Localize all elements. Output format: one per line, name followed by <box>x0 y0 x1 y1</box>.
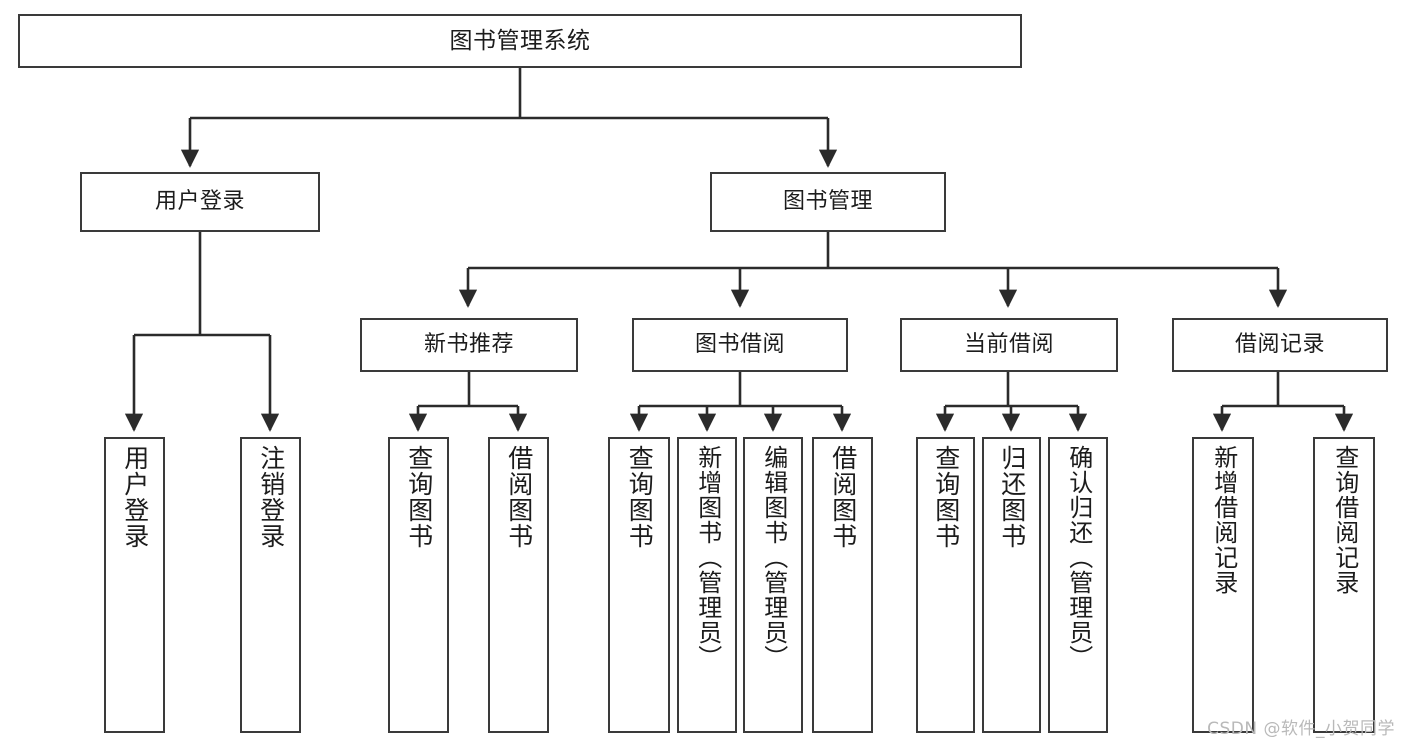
node-label: 注销登录 <box>256 445 286 549</box>
node-label: 新增图书（管理员） <box>693 445 722 670</box>
node-label: 借阅记录 <box>1234 332 1325 357</box>
node-label: 用户登录 <box>120 445 150 549</box>
node-leaf-return-book[interactable]: 归还图书 <box>982 437 1041 733</box>
node-label: 查询图书 <box>931 445 961 549</box>
node-label: 查询借阅记录 <box>1330 445 1359 595</box>
node-label: 新书推荐 <box>423 332 514 357</box>
node-leaf-query-record[interactable]: 查询借阅记录 <box>1313 437 1375 733</box>
node-leaf-confirm-return[interactable]: 确认归还（管理员） <box>1048 437 1108 733</box>
node-leaf-borrow-book-1[interactable]: 借阅图书 <box>488 437 549 733</box>
node-label: 编辑图书（管理员） <box>759 445 788 670</box>
node-leaf-query-book-3[interactable]: 查询图书 <box>916 437 975 733</box>
node-label: 归还图书 <box>997 445 1027 549</box>
csdn-watermark: CSDN @软件_小贺同学 <box>1207 719 1395 739</box>
node-label: 借阅图书 <box>504 445 534 549</box>
node-leaf-query-book-2[interactable]: 查询图书 <box>608 437 670 733</box>
node-label: 用户登录 <box>154 189 245 214</box>
node-leaf-edit-book[interactable]: 编辑图书（管理员） <box>743 437 803 733</box>
node-leaf-user-login[interactable]: 用户登录 <box>104 437 165 733</box>
node-new-book-recommend[interactable]: 新书推荐 <box>360 318 578 372</box>
node-label: 借阅图书 <box>828 445 858 549</box>
node-label: 查询图书 <box>404 445 434 549</box>
node-label: 图书管理 <box>782 189 873 214</box>
node-leaf-add-book[interactable]: 新增图书（管理员） <box>677 437 737 733</box>
node-label: 图书管理系统 <box>449 27 591 54</box>
node-user-login[interactable]: 用户登录 <box>80 172 320 232</box>
node-leaf-user-logout[interactable]: 注销登录 <box>240 437 301 733</box>
node-leaf-add-record[interactable]: 新增借阅记录 <box>1192 437 1254 733</box>
node-leaf-query-book-1[interactable]: 查询图书 <box>388 437 449 733</box>
node-label: 图书借阅 <box>694 332 785 357</box>
node-leaf-borrow-book-2[interactable]: 借阅图书 <box>812 437 873 733</box>
node-label: 查询图书 <box>625 445 655 549</box>
node-label: 确认归还（管理员） <box>1064 445 1093 670</box>
node-label: 当前借阅 <box>963 332 1054 357</box>
node-borrow-record[interactable]: 借阅记录 <box>1172 318 1388 372</box>
node-current-borrow[interactable]: 当前借阅 <box>900 318 1118 372</box>
node-label: 新增借阅记录 <box>1209 445 1238 595</box>
node-book-borrow[interactable]: 图书借阅 <box>632 318 848 372</box>
node-book-management[interactable]: 图书管理 <box>710 172 946 232</box>
node-root-system[interactable]: 图书管理系统 <box>18 14 1022 68</box>
